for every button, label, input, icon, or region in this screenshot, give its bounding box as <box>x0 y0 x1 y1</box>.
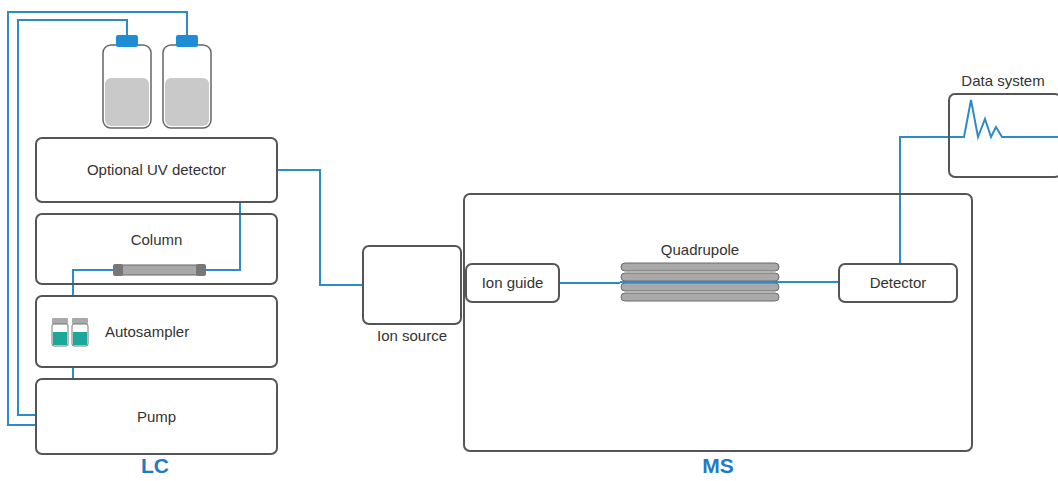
node-label: Quadrupole <box>661 241 739 259</box>
vial-cap <box>52 318 68 324</box>
column-fitting <box>196 264 206 276</box>
flow-connector <box>72 368 74 378</box>
vial-liquid <box>53 332 67 345</box>
housing-outline <box>362 245 462 325</box>
bottle-liquid <box>105 78 149 126</box>
flow-connector <box>900 137 948 263</box>
quadrupole-symbol <box>620 262 780 302</box>
rod <box>621 283 779 291</box>
housing-outline <box>948 93 1058 178</box>
ion-source: Ion source <box>362 245 462 351</box>
column-fitting <box>113 264 123 276</box>
column-box: Column <box>35 213 278 285</box>
ion-beam <box>620 281 780 283</box>
bottle-cap <box>116 35 138 47</box>
flow-line <box>73 270 113 285</box>
node-label: Pump <box>137 408 176 426</box>
sample-vials <box>52 318 88 346</box>
quadrupole-rods <box>620 262 780 302</box>
vial-body <box>72 324 88 346</box>
node-label: Ion guide <box>482 274 544 292</box>
solvent-bottle <box>103 35 151 128</box>
vial-body <box>52 324 68 346</box>
quadrupole: Quadrupole <box>615 240 785 304</box>
bottle-body <box>103 45 151 128</box>
rod <box>621 293 779 301</box>
rod <box>621 263 779 271</box>
vial-liquid <box>73 332 87 345</box>
bottle-cap <box>176 35 198 47</box>
ms-housing: Ion guide QuadrupoleDetectorMS <box>463 193 973 479</box>
flow-connector <box>278 170 362 285</box>
node-label: Data system <box>961 72 1044 90</box>
node-label: Column <box>131 231 183 249</box>
column-tube <box>122 265 197 275</box>
vial-cap <box>72 318 88 324</box>
ion-guide-box: Ion guide <box>465 263 560 303</box>
chromatogram-trace <box>948 100 1058 137</box>
column-plumbing <box>73 213 240 285</box>
autosampler-box: Autosampler <box>35 295 278 368</box>
flow-line <box>206 213 240 270</box>
solvent-bottle <box>163 35 211 128</box>
node-label: Ion source <box>377 327 447 345</box>
data-system: Data system <box>948 72 1058 178</box>
pump-box: Pump <box>35 378 278 455</box>
node-label: MS <box>702 454 734 478</box>
bottle-liquid <box>165 78 209 126</box>
flow-connector <box>560 282 620 284</box>
bottle-body <box>163 45 211 128</box>
node-label: Detector <box>870 274 927 292</box>
detector-box: Optional UV detector <box>35 137 278 203</box>
detector-box: Detector <box>838 263 958 303</box>
node-label: Optional UV detector <box>87 161 226 179</box>
housing-outline <box>463 193 973 452</box>
flow-connector <box>239 203 241 213</box>
section-label: LC <box>141 454 169 478</box>
node-label: Autosampler <box>105 323 189 341</box>
flow-connector <box>780 281 838 283</box>
rod <box>621 273 779 281</box>
flow-connector <box>72 285 74 295</box>
